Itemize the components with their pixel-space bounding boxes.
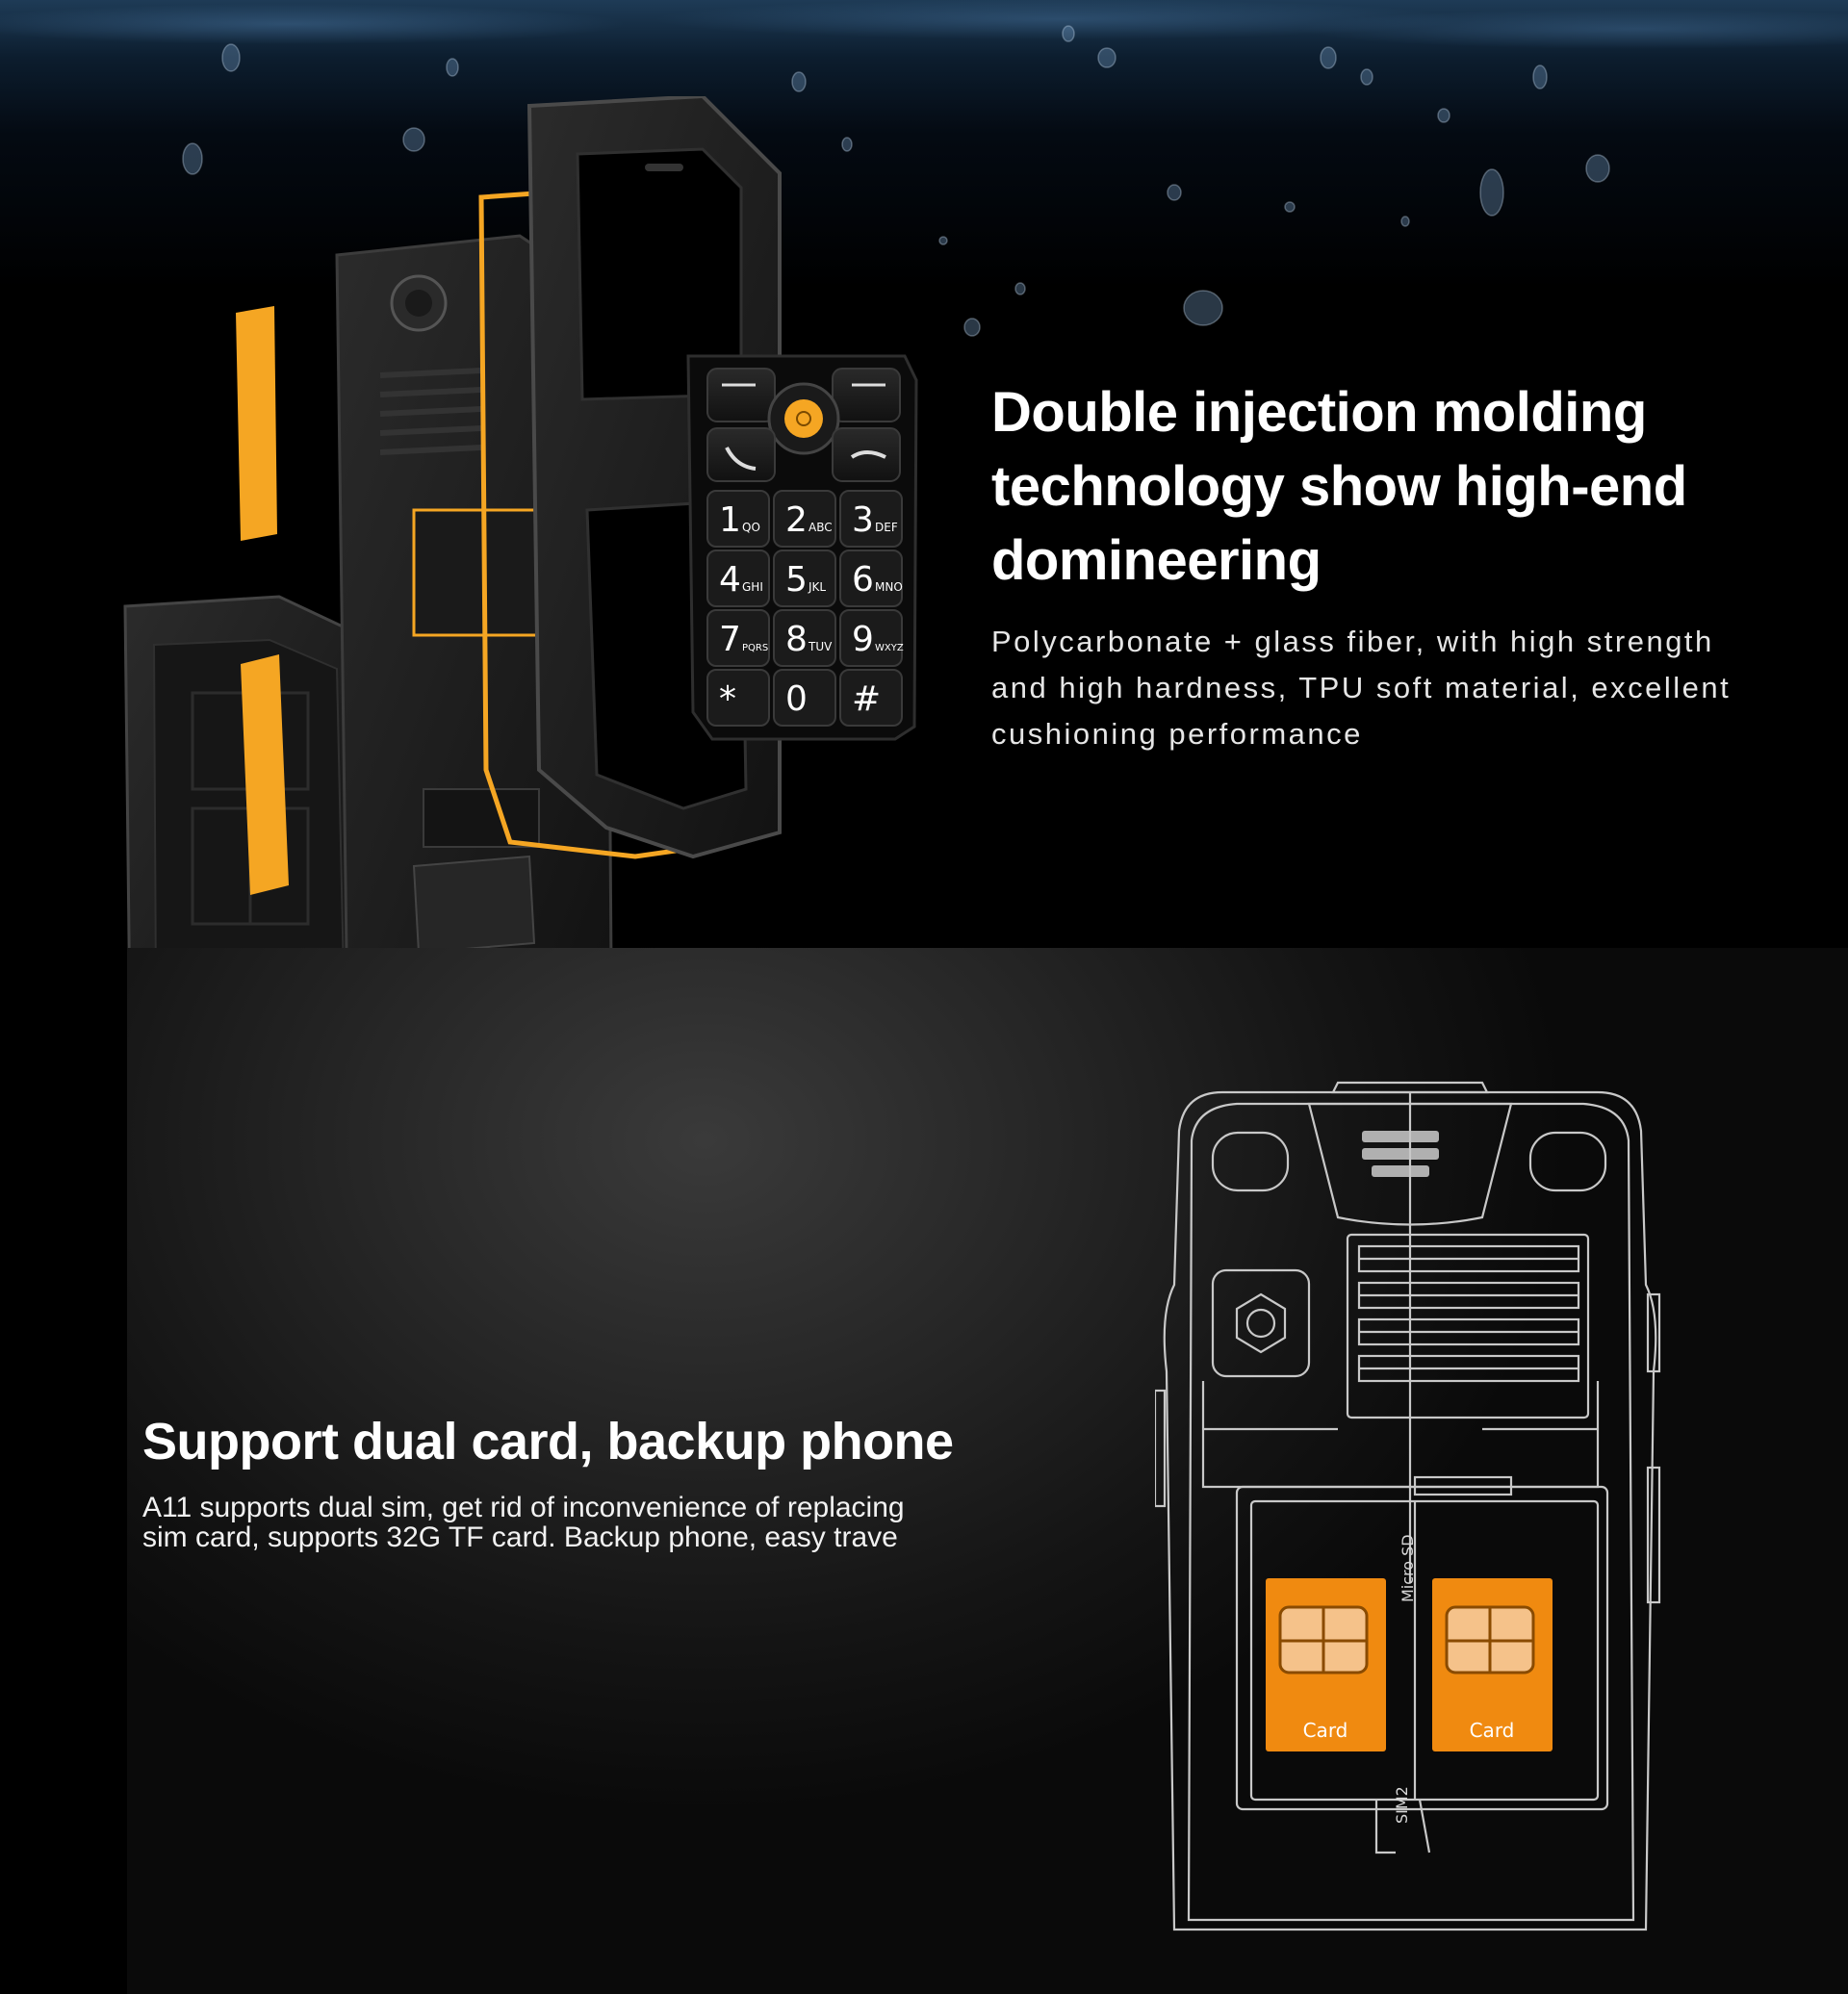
- keypad-key-digit: 2: [785, 500, 808, 540]
- keypad-key-digit: 3: [852, 500, 874, 540]
- keypad-key: 0: [773, 669, 836, 727]
- side-strip-left-top: [236, 306, 277, 541]
- keypad-key-letters: PQRS: [742, 643, 768, 653]
- molding-heading-line-1: Double injection molding: [991, 381, 1647, 444]
- keypad-key-letters: ABC: [808, 521, 833, 534]
- keypad-key-digit: 4: [719, 560, 741, 600]
- water-surface: [0, 0, 1848, 67]
- sim-card-1: Card: [1266, 1578, 1386, 1751]
- sim-card-2: Card: [1432, 1578, 1553, 1751]
- dual-card-text-block: Support dual card, backup phone A11 supp…: [142, 1408, 1009, 1552]
- keypad-key-digit: *: [719, 679, 736, 719]
- feature-section-dual-card: Card Card Micro SD SIM2 Support dual car…: [0, 948, 1848, 1994]
- dual-card-description: A11 supports dual sim, get rid of inconv…: [142, 1493, 1009, 1552]
- keypad-key-digit: 7: [719, 620, 741, 659]
- flashlight-center-key: [784, 399, 823, 438]
- water-droplets: [182, 25, 1610, 337]
- molding-description-line-2: and high hardness, TPU soft material, ex…: [991, 671, 1732, 704]
- keypad-key-letters: QO: [742, 521, 760, 534]
- right-softkey: [832, 368, 901, 422]
- molding-text-block: Double injection molding technology show …: [991, 375, 1819, 757]
- left-softkey: [706, 368, 776, 422]
- keypad-key-digit: 8: [785, 620, 808, 659]
- keypad-key-digit: 0: [785, 679, 808, 719]
- side-strip-left-bottom: [241, 654, 289, 895]
- keypad-key: #: [839, 669, 903, 727]
- end-key: [832, 427, 901, 482]
- molding-heading-line-3: domineering: [991, 529, 1322, 592]
- molding-description: Polycarbonate + glass fiber, with high s…: [991, 619, 1819, 757]
- dual-card-heading: Support dual card, backup phone: [142, 1413, 954, 1470]
- keypad-key-digit: 9: [852, 620, 874, 659]
- molding-heading: Double injection molding technology show …: [991, 375, 1819, 598]
- keypad-key-letters: GHI: [742, 580, 763, 594]
- molding-description-line-1: Polycarbonate + glass fiber, with high s…: [991, 625, 1714, 658]
- dual-card-description-line-1: A11 supports dual sim, get rid of inconv…: [142, 1492, 905, 1523]
- keypad-key-letters: MNO: [875, 580, 903, 594]
- gradient-panel: [127, 948, 1848, 1994]
- phone-back-line-drawing: Card Card Micro SD SIM2: [1155, 1081, 1661, 1931]
- microsd-slot-label: Micro SD: [1399, 1534, 1417, 1602]
- sim2-slot-label: SIM2: [1393, 1786, 1411, 1824]
- dual-card-description-line-2: sim card, supports 32G TF card. Backup p…: [142, 1521, 898, 1553]
- keypad-key-digit: #: [852, 679, 881, 719]
- keypad-key-letters: TUV: [808, 640, 833, 653]
- keypad-key: *: [706, 669, 770, 727]
- molding-heading-line-2: technology show high-end: [991, 455, 1687, 518]
- keypad-key-digit: 6: [852, 560, 874, 600]
- keypad-key-digit: 1: [719, 500, 741, 540]
- keypad-key-letters: WXYZ: [875, 643, 904, 653]
- sim-card-1-label: Card: [1303, 1719, 1348, 1742]
- keypad-key-letters: JKL: [808, 580, 826, 594]
- sim-card-2-label: Card: [1470, 1719, 1515, 1742]
- call-key: [706, 427, 776, 482]
- molding-description-line-3: cushioning performance: [991, 717, 1363, 751]
- keypad-key-digit: 5: [785, 560, 808, 600]
- keypad-key-letters: DEF: [875, 521, 898, 534]
